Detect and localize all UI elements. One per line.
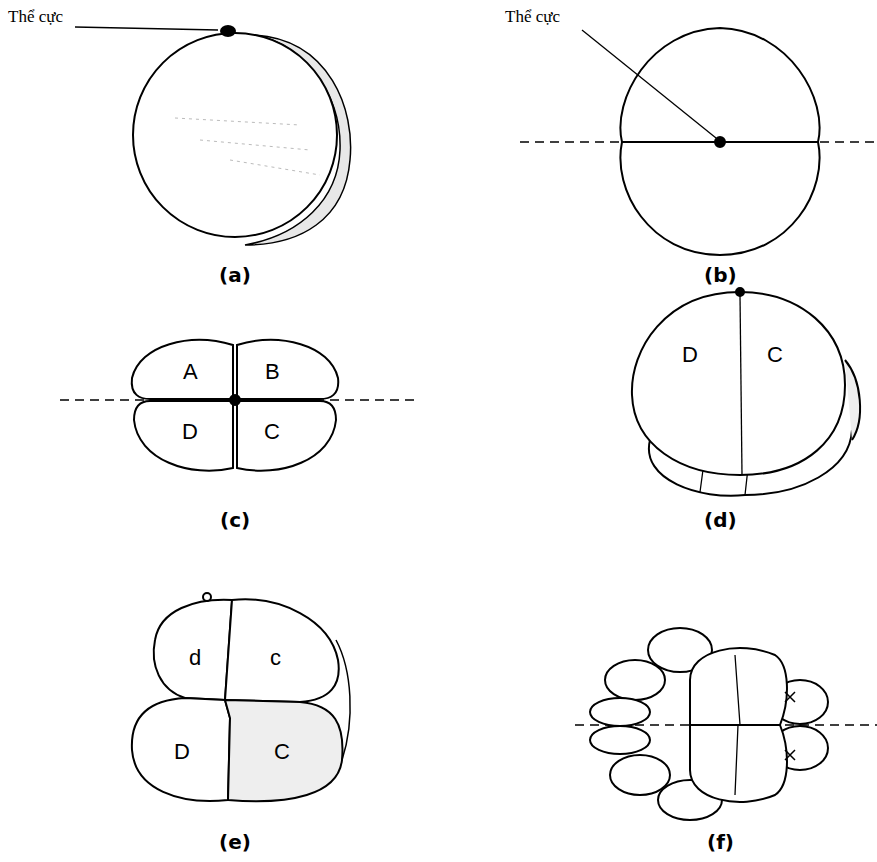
blastomere-letter: B bbox=[265, 360, 280, 384]
blastomere-letter: A bbox=[183, 360, 198, 384]
blastomere-letter: D bbox=[682, 343, 698, 367]
stage-caption: (c) bbox=[220, 509, 250, 531]
polar-body-label: Thể cực bbox=[505, 8, 560, 27]
blastomere-letter: C bbox=[264, 420, 280, 444]
stage-caption: (f) bbox=[707, 831, 734, 853]
blastomere-letter: C bbox=[274, 740, 290, 764]
blastomere-letter: C bbox=[767, 343, 783, 367]
stage-caption: (e) bbox=[219, 831, 251, 853]
polar-body-label: Thể cực bbox=[8, 8, 63, 27]
stage-caption: (d) bbox=[704, 509, 737, 531]
stage-caption: (a) bbox=[219, 264, 251, 286]
blastomere-letter: D bbox=[174, 740, 190, 764]
blastomere-letter: d bbox=[189, 646, 201, 670]
blastomere-letter: D bbox=[182, 420, 198, 444]
stage-caption: (b) bbox=[704, 264, 737, 286]
blastomere-letter: c bbox=[270, 646, 281, 670]
